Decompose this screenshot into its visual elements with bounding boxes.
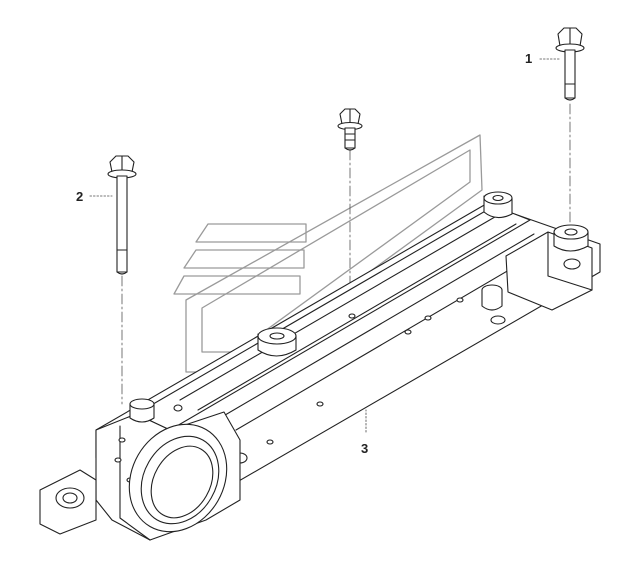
callout-1-label: 1: [525, 51, 533, 66]
bolt-part-2: [107, 155, 137, 275]
bolt-center: [337, 108, 363, 151]
callout-leaders: [89, 58, 561, 433]
bolt-part-1: [555, 27, 585, 101]
callout-3-label: 3: [361, 441, 369, 456]
callout-2-label: 2: [76, 189, 84, 204]
bolt-axis-lines: [121, 103, 571, 405]
housing-part-3: [39, 191, 601, 541]
